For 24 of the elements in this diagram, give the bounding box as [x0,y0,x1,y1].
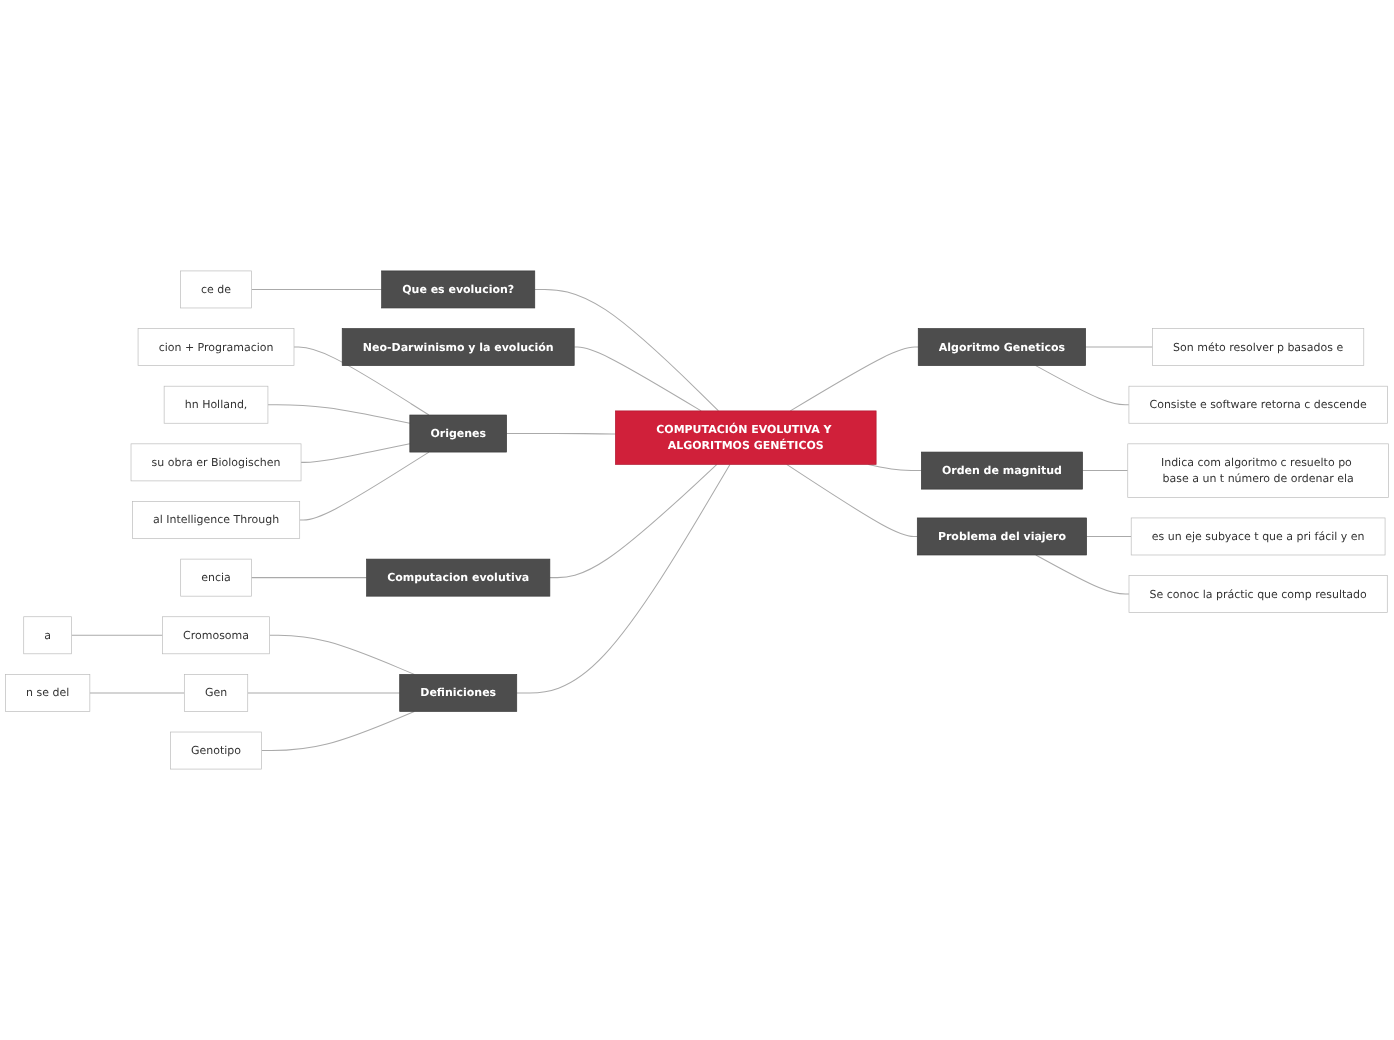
connector [261,710,415,752]
connector [573,346,702,412]
connector [1086,535,1132,537]
connector [269,634,415,675]
connector [789,346,919,412]
connector [516,463,731,694]
connector [299,451,430,521]
connector [1082,470,1129,472]
connector [506,433,616,435]
connector [867,463,922,472]
connector [1085,346,1153,348]
connector [300,443,411,463]
connector [250,577,368,579]
connector [247,692,401,694]
connector [786,463,918,537]
connector [1035,554,1130,595]
connector [1035,365,1130,406]
connector [71,634,163,636]
connector [293,346,430,416]
connector [251,288,383,290]
connector [549,463,718,579]
connector [534,288,719,412]
connector [267,404,411,424]
connector [89,692,185,694]
